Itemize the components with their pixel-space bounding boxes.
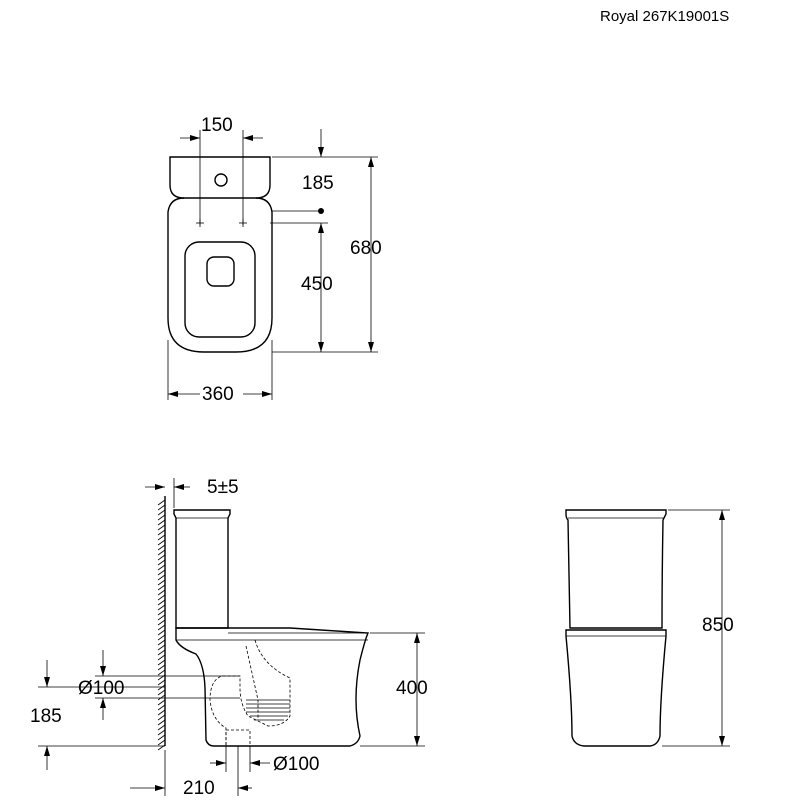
wall-hatch-line: [157, 629, 166, 636]
wall-hatch-line: [157, 559, 166, 566]
wall-hatch-line: [157, 679, 166, 686]
dim-wall-gap-lines: [145, 478, 190, 508]
dim-inlet-diameter: Ø100: [78, 678, 124, 699]
wall-hatch-line: [157, 604, 166, 611]
wall-hatch-line: [157, 574, 166, 581]
top-view-tank: [169, 156, 271, 199]
side-view-bowl: [175, 627, 370, 747]
wall-hatch-line: [157, 664, 166, 671]
wall-hatch-line: [157, 684, 166, 691]
wall-hatch-line: [157, 704, 166, 711]
wall-hatch-line: [157, 519, 166, 526]
front-view-bowl: [565, 629, 667, 747]
wall-hatch-line: [157, 649, 166, 656]
wall-hatch-line: [157, 509, 166, 516]
dim-tank-to-fixing: 185: [302, 173, 334, 194]
dim-fixing-to-front: 450: [301, 274, 333, 295]
dim-depth-lines: [270, 129, 378, 353]
wall-hatch-line: [157, 719, 166, 726]
wall-hatch-line: [157, 659, 166, 666]
side-view-tank: [173, 509, 231, 629]
dim-seat-height: 400: [396, 678, 428, 699]
top-view: 150 185 450 680: [167, 115, 382, 405]
wall-hatch-line: [157, 734, 166, 741]
wall-hatch-line: [157, 669, 166, 676]
wall-hatch-line: [157, 539, 166, 546]
dim-inlet-lines: [95, 650, 240, 720]
dim-width: 360: [202, 384, 234, 405]
wall-hatch-line: [157, 499, 166, 506]
top-view-seat-ring: [184, 241, 256, 338]
wall-hatch-line: [157, 599, 166, 606]
wall-hatch-line: [157, 699, 166, 706]
side-view-trap: [209, 639, 291, 746]
front-view: 850: [565, 509, 734, 747]
dim-seat-height-lines: [360, 632, 425, 747]
wall-hatch-line: [157, 714, 166, 721]
wall-hatch-line: [157, 549, 166, 556]
wall-hatch-line: [157, 619, 166, 626]
dim-floor-outlet-diameter: Ø100: [273, 754, 319, 775]
dim-tap-spacing: 150: [201, 115, 233, 136]
dim-outlet-height: 185: [30, 706, 62, 727]
wall-hatch-line: [157, 624, 166, 631]
tap-hole-icon: [214, 173, 228, 187]
wall-hatch: [157, 496, 166, 751]
wall-hatch-line: [157, 524, 166, 531]
dim-total-height-lines: [662, 509, 730, 747]
wall-hatch-line: [157, 739, 166, 746]
wall-hatch-line: [157, 554, 166, 561]
wall-hatch-line: [157, 634, 166, 641]
wall-hatch-line: [157, 579, 166, 586]
wall-hatch-line: [157, 609, 166, 616]
dim-floor-offset-lines: [130, 746, 252, 796]
trap-water-hatch: [246, 699, 290, 721]
side-view: 5±5 Ø100 185 400: [30, 477, 428, 799]
wall-hatch-line: [157, 504, 166, 511]
dim-outlet-height-lines: [38, 660, 165, 770]
dim-360-lines: [167, 340, 273, 400]
top-view-drain: [206, 256, 235, 287]
fixing-point-icon: [196, 219, 247, 227]
wall-hatch-line: [157, 544, 166, 551]
dim-wall-gap: 5±5: [207, 477, 239, 498]
wall-hatch-line: [157, 709, 166, 716]
wall-hatch-line: [157, 589, 166, 596]
wall-hatch-line: [157, 614, 166, 621]
wall-hatch-line: [157, 534, 166, 541]
wall-hatch-line: [157, 564, 166, 571]
dim-total-height: 850: [702, 615, 734, 636]
wall-hatch-line: [157, 694, 166, 701]
dim-overall-depth: 680: [350, 238, 382, 259]
wall-hatch-line: [157, 639, 166, 646]
dim-150-lines: [180, 130, 263, 225]
wall-hatch-line: [157, 729, 166, 736]
top-view-bowl: [167, 197, 273, 353]
wall-hatch-line: [157, 654, 166, 661]
dim-floor-outlet-lines: [210, 746, 270, 772]
wall-hatch-line: [157, 569, 166, 576]
wall-hatch-line: [157, 594, 166, 601]
model-label: Royal 267K19001S: [600, 8, 729, 25]
wall-hatch-line: [157, 644, 166, 651]
wall-hatch-line: [157, 514, 166, 521]
dim-floor-outlet-offset: 210: [183, 778, 215, 799]
wall-hatch-line: [157, 529, 166, 536]
wall-hatch-line: [157, 689, 166, 696]
wall-hatch-line: [157, 584, 166, 591]
front-view-tank: [565, 509, 667, 629]
wall-hatch-line: [157, 724, 166, 731]
